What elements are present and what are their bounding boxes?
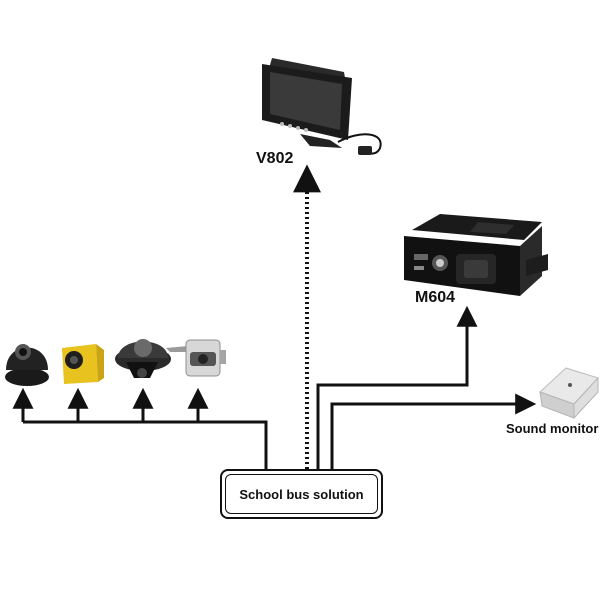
connector-lines — [12, 164, 537, 469]
school-bus-solution-box: School bus solution — [220, 469, 383, 519]
mobile-dvr-icon — [404, 214, 548, 296]
dvr-label: M604 — [415, 289, 456, 306]
sound-monitor-icon — [539, 367, 599, 420]
school-bus-solution-inner: School bus solution — [225, 474, 378, 514]
lcd-monitor-icon — [262, 58, 382, 155]
link-sound-monitor — [330, 393, 537, 469]
side-camera-icon — [62, 344, 104, 384]
sound-monitor-label: Sound monitor — [506, 421, 599, 436]
link-dvr — [316, 305, 478, 469]
school-bus-solution-label: School bus solution — [239, 486, 364, 502]
vandal-dome-camera-icon — [115, 339, 171, 378]
monitor-label: V802 — [256, 150, 294, 167]
rear-view-camera-icon — [166, 339, 226, 377]
camera-bus-line — [23, 420, 268, 469]
dome-camera-icon — [5, 344, 49, 386]
